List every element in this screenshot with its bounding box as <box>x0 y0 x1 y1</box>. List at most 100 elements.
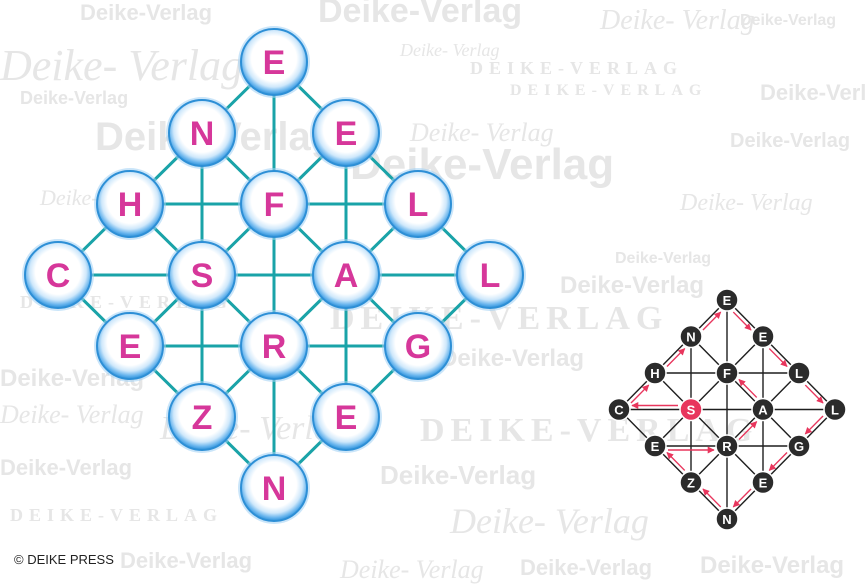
bubble-letter: L <box>408 186 429 224</box>
letter-bubble-c[interactable]: C <box>22 239 94 311</box>
solution-node-circle <box>715 288 739 312</box>
letter-bubble-n[interactable]: N <box>166 97 238 169</box>
bubble-letter: N <box>262 470 287 508</box>
solution-node-circle <box>715 434 739 458</box>
bubble-letter: E <box>335 399 358 437</box>
solution-node-circle <box>751 397 775 422</box>
bubble-letter: E <box>335 115 358 153</box>
bubble-shape <box>240 454 308 522</box>
solution-node-circle <box>643 434 667 458</box>
solution-arrow <box>702 311 722 331</box>
letter-bubble-l2[interactable]: L <box>454 239 526 311</box>
letter-bubble-l1[interactable]: L <box>382 168 454 240</box>
bubble-letter: E <box>119 328 142 366</box>
solution-node-circle <box>679 397 703 422</box>
letter-bubble-e_top[interactable]: E <box>238 26 310 98</box>
solution-arrow <box>738 421 758 441</box>
solution-node-h: H <box>643 361 667 385</box>
solution-node-circle <box>607 397 631 422</box>
solution-node-e2: E <box>751 324 775 349</box>
solution-node-e4: E <box>751 470 775 495</box>
letter-bubble-h[interactable]: H <box>94 168 166 240</box>
letter-bubble-n_bottom[interactable]: N <box>238 452 310 524</box>
bubble-letter: C <box>46 257 71 295</box>
letter-bubble-e2[interactable]: E <box>310 97 382 169</box>
solution-node-circle <box>679 324 703 349</box>
solution-node-a: A <box>751 397 775 422</box>
letter-bubble-s[interactable]: S <box>166 239 238 311</box>
solution-node-circle <box>715 507 739 531</box>
bubble-shape <box>168 383 236 451</box>
solution-grid-lines <box>618 299 836 520</box>
letter-bubble-f[interactable]: F <box>238 168 310 240</box>
bubble-shape <box>168 241 236 309</box>
solution-arrow <box>666 451 686 471</box>
solution-node-letter: E <box>651 439 660 454</box>
bubble-shape <box>96 312 164 380</box>
solution-node-letter: S <box>687 403 696 418</box>
solution-node-letter: G <box>794 439 804 454</box>
solution-node-letter: N <box>686 330 695 345</box>
bubble-letter: S <box>191 257 214 295</box>
solution-node-c: C <box>607 397 631 422</box>
solution-node-circle <box>751 324 775 349</box>
solution-node-letter: E <box>759 330 768 345</box>
solution-node-circle <box>679 470 703 495</box>
bubble-shape <box>168 99 236 167</box>
copyright-notice: © DEIKE PRESS <box>14 552 114 567</box>
bubble-shape <box>312 99 380 167</box>
bubble-shape <box>312 241 380 309</box>
solution-node-circle <box>643 361 667 385</box>
solution-node-l1: L <box>787 361 811 385</box>
solution-arrow <box>768 451 788 471</box>
solution-node-l2: L <box>823 397 847 422</box>
solution-node-circle <box>715 361 739 385</box>
bubble-letter: R <box>262 328 287 366</box>
solution-node-n: N <box>679 324 703 349</box>
bubble-shape <box>24 241 92 309</box>
bubble-shape <box>384 312 452 380</box>
solution-node-letter: R <box>722 439 732 454</box>
solution-node-e_top: E <box>715 288 739 312</box>
letter-bubble-e3[interactable]: E <box>94 310 166 382</box>
solution-node-letter: A <box>758 403 768 418</box>
solution-arrows <box>630 311 824 508</box>
letter-bubble-a[interactable]: A <box>310 239 382 311</box>
solution-node-letter: Z <box>687 476 695 491</box>
solution-arrow <box>630 384 650 404</box>
solution-node-letter: L <box>795 366 803 381</box>
solution-node-r: R <box>715 434 739 458</box>
solution-node-circle <box>751 470 775 495</box>
solution-arrow <box>738 378 758 398</box>
solution-node-circle <box>787 434 811 458</box>
bubble-letter: E <box>263 44 286 82</box>
letter-bubble-z[interactable]: Z <box>166 381 238 453</box>
solution-arrow <box>702 488 722 508</box>
solution-arrow <box>732 311 752 331</box>
bubble-letter: Z <box>192 399 213 437</box>
solution-arrow <box>804 384 824 404</box>
bubble-letter: F <box>264 186 285 224</box>
letter-bubble-g[interactable]: G <box>382 310 454 382</box>
letter-bubble-e4[interactable]: E <box>310 381 382 453</box>
solution-node-z: Z <box>679 470 703 495</box>
bubble-shape <box>240 28 308 96</box>
solution-node-circle <box>787 361 811 385</box>
solution-node-letter: L <box>831 403 839 418</box>
solution-node-f: F <box>715 361 739 385</box>
bubble-letter: A <box>334 257 359 295</box>
letter-bubble-r[interactable]: R <box>238 310 310 382</box>
bubble-shape <box>240 170 308 238</box>
solution-node-e3: E <box>643 434 667 458</box>
solution-node-letter: C <box>614 403 624 418</box>
solution-node-letter: H <box>650 366 659 381</box>
bubble-shape <box>312 383 380 451</box>
solution-node-letter: E <box>723 293 732 308</box>
bubble-letter: H <box>118 186 143 224</box>
bubble-letter: G <box>405 328 431 366</box>
solution-node-circle <box>823 397 847 422</box>
